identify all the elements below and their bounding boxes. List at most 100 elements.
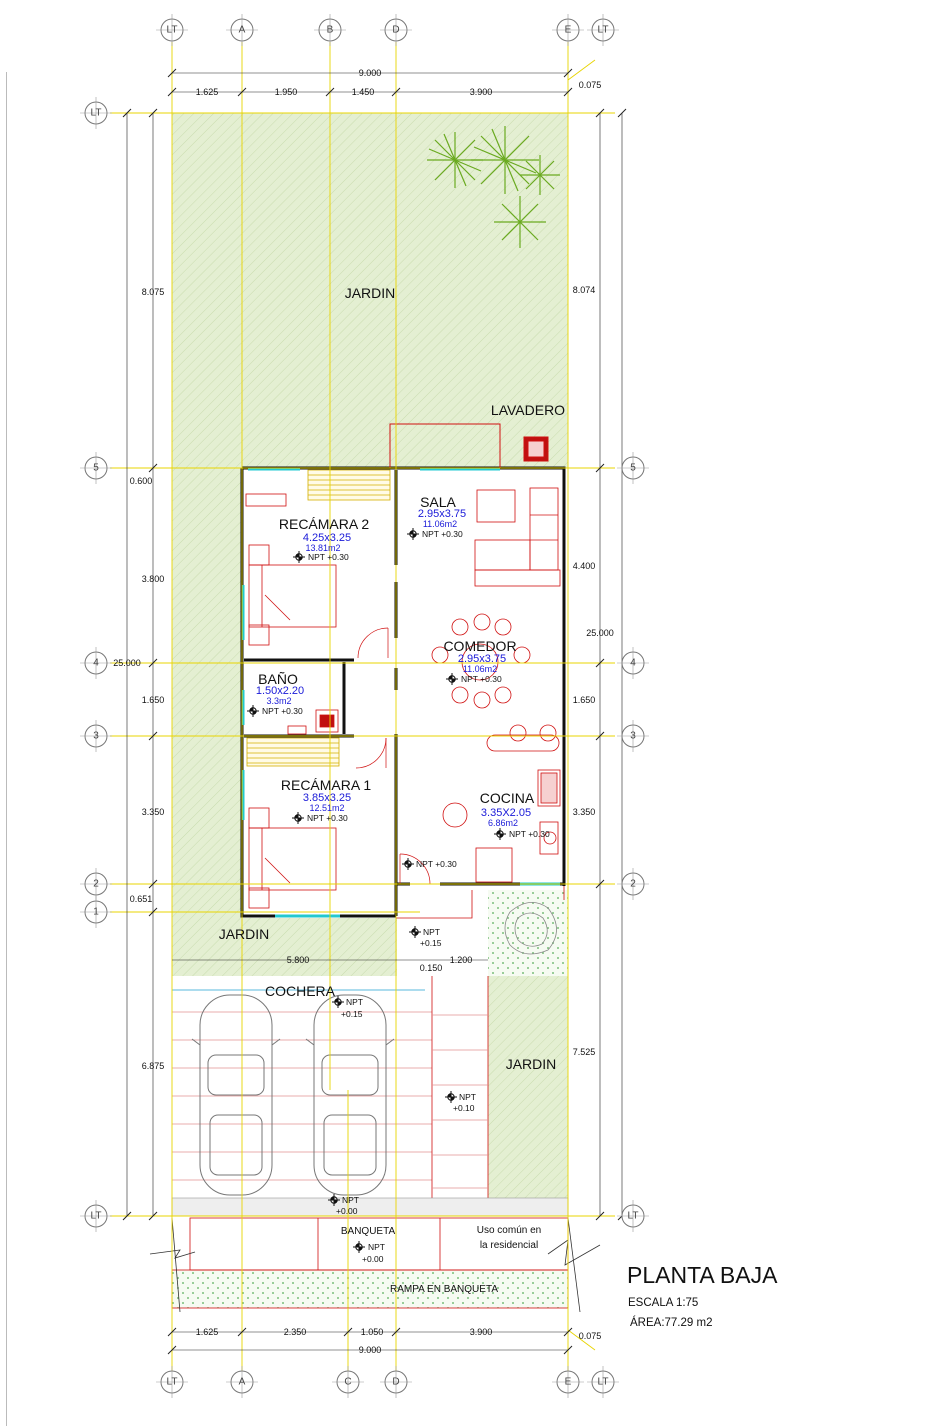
dim-top: 1.625 <box>196 87 219 97</box>
dim-left: 8.075 <box>142 287 165 297</box>
axis-label: E <box>565 1377 572 1388</box>
lavadero-outline <box>389 423 549 468</box>
axis-label: 5 <box>630 463 636 474</box>
level-cochera-a: NPT <box>346 997 363 1007</box>
level-banqueta-a: NPT <box>368 1242 385 1252</box>
dim-top: 1.450 <box>352 87 375 97</box>
axis-label: B <box>327 25 334 36</box>
garden-side-left <box>172 468 242 918</box>
level-edge-a: NPT <box>342 1195 359 1205</box>
room-label-recamara-2: RECÁMARA 2 <box>279 516 369 532</box>
garage-floor-lines <box>172 976 489 1202</box>
note-uso-comun-line1: Uso común en <box>477 1225 541 1236</box>
axis-bubble-crosshairs <box>80 14 649 1398</box>
level-cochera-b: +0.15 <box>341 1009 363 1019</box>
room-area-recamara-2: 13.81m2 <box>305 543 340 553</box>
level-banqueta-b: +0.00 <box>362 1254 384 1264</box>
stairs <box>246 469 391 767</box>
garden-dotted <box>488 890 568 976</box>
room-label-jardin-front-right: JARDIN <box>506 1056 557 1072</box>
tree-icon <box>427 126 560 248</box>
axis-label: LT <box>91 108 102 119</box>
dim-top: 1.950 <box>275 87 298 97</box>
level-recamara-1: NPT +0.30 <box>307 813 348 823</box>
level-sala: NPT +0.30 <box>422 529 463 539</box>
break-lines <box>149 1217 601 1313</box>
plan-scale: ESCALA 1:75 <box>628 1297 699 1309</box>
level-marker-icon <box>247 528 506 1253</box>
room-label-comedor: COMEDOR <box>443 638 516 654</box>
axis-label: LT <box>167 25 178 36</box>
room-label-cocina: COCINA <box>480 790 535 806</box>
room-size-comedor: 2.95x3.75 <box>458 653 506 665</box>
axis-label: 4 <box>93 658 99 669</box>
room-area-cocina: 6.86m2 <box>488 818 518 828</box>
level-entry-a: NPT <box>423 927 440 937</box>
dim-right-total: 25.000 <box>586 628 614 638</box>
axis-label: LT <box>598 25 609 36</box>
plan-area: ÁREA:77.29 m2 <box>630 1317 713 1329</box>
garden-front-right <box>488 976 568 1202</box>
room-label-cochera: COCHERA <box>265 983 336 999</box>
axis-label: 3 <box>630 731 636 742</box>
car-icon <box>191 994 395 1196</box>
dim-mid: 5.800 <box>287 955 310 965</box>
level-recamara-2: NPT +0.30 <box>308 552 349 562</box>
dim-bottom-total: 9.000 <box>359 1345 382 1355</box>
room-size-cocina: 3.35X2.05 <box>481 807 531 819</box>
level-hall: NPT +0.30 <box>416 859 457 869</box>
dim-mid: 1.200 <box>450 955 473 965</box>
room-size-sala: 2.95x3.75 <box>418 508 466 520</box>
room-label-lavadero: LAVADERO <box>491 402 565 418</box>
dim-bottom: 1.050 <box>361 1327 384 1337</box>
note-uso-comun-line2: la residencial <box>480 1240 538 1251</box>
axis-label: 3 <box>93 731 99 742</box>
axis-label: A <box>239 1377 246 1388</box>
room-size-bano: 1.50x2.20 <box>256 685 304 697</box>
room-size-recamara-1: 3.85x3.25 <box>303 792 351 804</box>
dim-left-total: 25.000 <box>113 658 141 668</box>
room-label-jardin-front-left: JARDIN <box>219 926 270 942</box>
axis-label: 2 <box>93 879 99 890</box>
room-label-bano: BAÑO <box>258 671 298 687</box>
axis-label: 2 <box>630 879 636 890</box>
dim-left: 3.800 <box>142 574 165 584</box>
axis-label: A <box>239 25 246 36</box>
axis-label: LT <box>598 1377 609 1388</box>
room-area-bano: 3.3m2 <box>266 696 291 706</box>
curb-strip <box>171 1197 569 1217</box>
level-comedor: NPT +0.30 <box>461 674 502 684</box>
furniture <box>245 487 565 919</box>
level-edge-b: +0.00 <box>336 1206 358 1216</box>
room-label-jardin-back: JARDIN <box>345 285 396 301</box>
doors <box>355 627 431 885</box>
dim-top-total: 9.000 <box>359 68 382 78</box>
axis-label: LT <box>91 1211 102 1222</box>
fountain <box>504 902 557 955</box>
room-label-recamara-1: RECÁMARA 1 <box>281 777 371 793</box>
dim-left: 0.600 <box>130 476 153 486</box>
dim-left: 1.650 <box>142 695 165 705</box>
axis-label: C <box>344 1377 351 1388</box>
axis-label: 1 <box>93 907 99 918</box>
dim-right: 1.650 <box>573 695 596 705</box>
level-entry-b: +0.15 <box>420 938 442 948</box>
label-rampa: RAMPA EN BANQUETA <box>390 1284 498 1295</box>
dim-top-offset: 0.075 <box>579 80 602 90</box>
dim-left: 3.350 <box>142 807 165 817</box>
room-label-sala: SALA <box>420 494 456 510</box>
dim-right: 3.350 <box>573 807 596 817</box>
dim-top: 3.900 <box>470 87 493 97</box>
room-label-banqueta: BANQUETA <box>341 1226 396 1237</box>
level-cocina: NPT +0.30 <box>509 829 550 839</box>
dim-mid: 0.150 <box>420 963 443 973</box>
axis-label: LT <box>628 1211 639 1222</box>
axis-label: 5 <box>93 463 99 474</box>
axis-label: E <box>565 25 572 36</box>
axis-label: D <box>392 1377 399 1388</box>
level-walk-b: +0.10 <box>453 1103 475 1113</box>
ramp-dotted <box>172 1270 568 1308</box>
dim-bottom: 1.625 <box>196 1327 219 1337</box>
room-size-recamara-2: 4.25x3.25 <box>303 532 351 544</box>
